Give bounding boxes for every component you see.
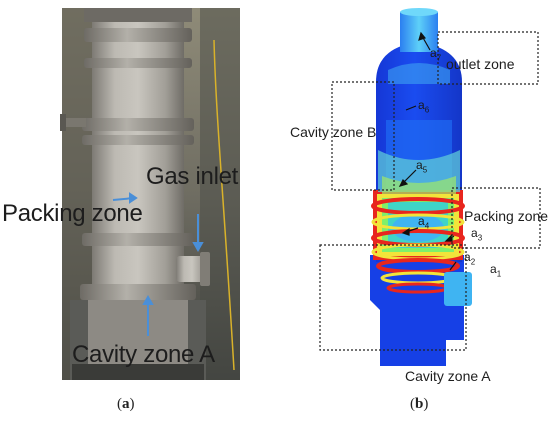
point-a1: a1 bbox=[490, 262, 502, 279]
label-cavity-zone-a: Cavity zone A bbox=[72, 341, 215, 368]
caption-a: (a) bbox=[117, 396, 135, 412]
vessel-photo bbox=[60, 8, 240, 380]
gas-inlet-block bbox=[444, 272, 472, 306]
contour-plot bbox=[319, 8, 541, 366]
side-nozzle-left bbox=[64, 118, 86, 127]
caption-b: (b) bbox=[410, 396, 429, 412]
point-arrows bbox=[398, 31, 457, 271]
label-gas-inlet: Gas inlet bbox=[146, 163, 239, 190]
flanges bbox=[80, 28, 196, 300]
vessel-shell bbox=[92, 22, 184, 312]
zone-boxes bbox=[319, 31, 541, 351]
outlet-zone-box bbox=[437, 31, 539, 85]
cavity-zone-a-box bbox=[319, 244, 467, 351]
cavity-zone-b-box bbox=[331, 81, 395, 191]
label-packing-zone: Packing zone bbox=[2, 200, 143, 227]
point-a4: a4 bbox=[418, 214, 430, 231]
annotation-arrows bbox=[112, 192, 204, 336]
panel-a-photo: Gas inlet Packing zone Cavity zone A bbox=[0, 0, 262, 385]
label-packing-zone-b: Packing zone bbox=[464, 208, 549, 224]
point-a6: a6 bbox=[418, 98, 430, 115]
point-a5: a5 bbox=[416, 158, 428, 175]
packing-zone-contour bbox=[371, 190, 465, 294]
point-a7: a7 bbox=[430, 46, 442, 63]
point-a3: a3 bbox=[471, 226, 483, 243]
packing-zone-box bbox=[451, 187, 541, 249]
label-outlet-zone: outlet zone bbox=[446, 56, 515, 72]
outlet-neck bbox=[400, 12, 438, 52]
panel-b-simulation: outlet zone Cavity zone B Packing zone C… bbox=[268, 0, 550, 395]
label-cavity-zone-a-b: Cavity zone A bbox=[405, 368, 491, 384]
point-a2: a2 bbox=[464, 250, 476, 267]
top-cap bbox=[84, 8, 192, 22]
label-cavity-zone-b: Cavity zone B bbox=[290, 124, 377, 140]
cable bbox=[213, 39, 235, 371]
